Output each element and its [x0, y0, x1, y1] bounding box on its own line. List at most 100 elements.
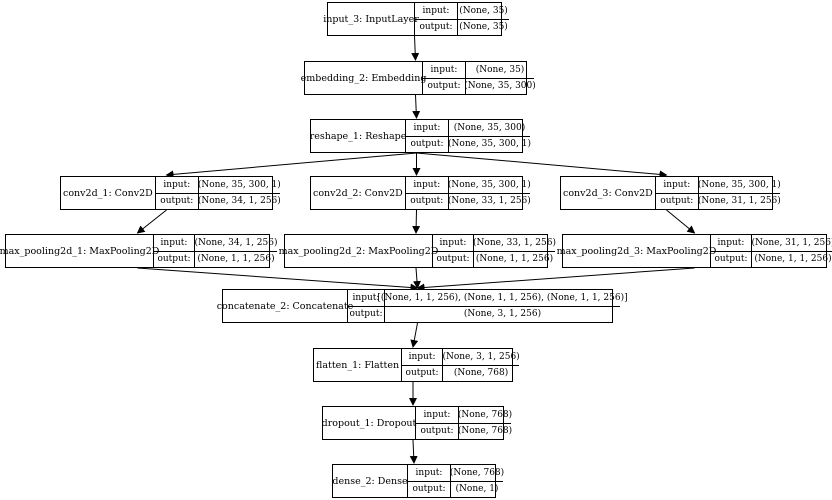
input-shape: [(None, 1, 1, 256), (None, 1, 1, 256), (…	[377, 292, 628, 303]
input-shape: (None, 35, 300)	[453, 122, 526, 133]
input-shape: (None, 31, 1, 256)	[751, 237, 832, 248]
input-row: input:(None, 768)	[416, 407, 513, 424]
edge-conv2d-2-to-max-pooling2d-2	[412, 209, 421, 234]
output-label: output:	[423, 78, 466, 94]
edge-reshape-1-to-conv2d-3	[416, 152, 668, 179]
input-label: input:	[408, 465, 451, 481]
input-row: input:(None, 35)	[415, 3, 509, 20]
edge-dropout-1-to-dense-2	[409, 439, 418, 464]
input-shape: (None, 768)	[457, 409, 513, 420]
output-shape: (None, 768)	[453, 368, 509, 379]
io-table: input:(None, 768)output:(None, 1)	[408, 465, 505, 497]
input-label: input:	[433, 235, 474, 251]
output-row: output:(None, 33, 1, 256)	[406, 193, 531, 209]
io-table: input:(None, 35, 300, 1)output:(None, 33…	[405, 177, 531, 209]
io-table: input:(None, 35, 300, 1)output:(None, 31…	[655, 177, 781, 209]
input-shape: (None, 34, 1, 256)	[194, 237, 278, 248]
output-shape: (None, 1)	[455, 484, 499, 495]
output-label: output:	[406, 193, 449, 209]
io-table: input:(None, 768)output:(None, 768)	[416, 407, 513, 439]
io-table: input:(None, 35, 300)output:(None, 35, 3…	[406, 120, 531, 152]
edge-max-pooling2d-2-to-concatenate-2	[412, 267, 421, 289]
layer-name: dense_2: Dense	[332, 465, 408, 497]
io-table: input:(None, 35)output:(None, 35)	[415, 3, 509, 35]
layer-name: conv2d_2: Conv2D	[311, 177, 406, 209]
output-label: output:	[402, 365, 444, 381]
input-shape: (None, 35)	[459, 5, 508, 16]
input-row: input:[(None, 1, 1, 256), (None, 1, 1, 2…	[348, 290, 628, 307]
input-shape: (None, 3, 1, 256)	[442, 351, 520, 362]
edge-input-3-to-embedding-2	[411, 35, 420, 61]
layer-name: conv2d_3: Conv2D	[561, 177, 656, 209]
output-label: output:	[154, 251, 195, 267]
input-label: input:	[416, 407, 459, 423]
output-label: output:	[656, 193, 699, 209]
input-row: input:(None, 33, 1, 256)	[433, 235, 556, 252]
input-row: input:(None, 34, 1, 256)	[154, 235, 277, 252]
output-shape: (None, 35, 300, 1)	[448, 139, 531, 150]
output-row: output: (None, 1)	[408, 481, 503, 497]
io-table: input:(None, 34, 1, 256)output:(None, 1,…	[154, 235, 277, 267]
edge-reshape-1-to-conv2d-1	[165, 152, 417, 179]
output-shape: (None, 768)	[457, 426, 513, 437]
output-row: output:(None, 3, 1, 256)	[348, 306, 620, 322]
edge-max-pooling2d-3-to-concatenate-2	[416, 267, 695, 292]
output-label: output:	[416, 423, 459, 439]
output-label: output:	[408, 481, 451, 497]
input-shape: (None, 35, 300, 1)	[697, 179, 781, 190]
input-row: input:(None, 35, 300)	[406, 120, 530, 137]
output-label: output:	[156, 193, 199, 209]
input-label: input:	[348, 290, 385, 306]
input-label: input:	[406, 177, 449, 193]
input-label: input:	[711, 235, 752, 251]
input-row: input:(None, 35, 300, 1)	[405, 177, 531, 194]
layer-name: conv2d_1: Conv2D	[61, 177, 156, 209]
input-row: input:(None, 3, 1, 256)	[402, 349, 520, 366]
input-row: input:(None, 35, 300, 1)	[155, 177, 281, 194]
io-table: input:(None, 3, 1, 256)output: (None, 768…	[402, 349, 520, 381]
input-label: input:	[156, 177, 199, 193]
io-table: input:(None, 35)output:(None, 35, 300)	[423, 62, 536, 94]
input-shape: (None, 35, 300, 1)	[197, 179, 281, 190]
edge-max-pooling2d-1-to-concatenate-2	[137, 267, 419, 292]
input-row: input:(None, 768)	[408, 465, 505, 482]
layer-name: dropout_1: Dropout	[322, 407, 416, 439]
output-label: output:	[348, 306, 385, 322]
io-table: input:(None, 33, 1, 256)output:(None, 1,…	[433, 235, 556, 267]
output-row: output:(None, 1, 1, 256)	[154, 251, 277, 267]
input-label: input:	[415, 3, 458, 19]
io-table: input:(None, 31, 1, 256) output:(None, 1,…	[711, 235, 832, 267]
input-label: input:	[656, 177, 699, 193]
output-label: output:	[711, 251, 752, 267]
io-table: input:[(None, 1, 1, 256), (None, 1, 1, 2…	[348, 290, 628, 322]
edge-concatenate-2-to-flatten-1	[410, 322, 419, 348]
layer-name: max_pooling2d_1: MaxPooling2D	[0, 235, 159, 267]
output-row: output: (None, 768)	[402, 365, 519, 381]
output-row: output:(None, 1, 1, 256)	[711, 251, 832, 267]
input-row: input:(None, 35)	[423, 62, 534, 79]
output-shape: (None, 1, 1, 256)	[754, 254, 832, 265]
input-shape: (None, 35, 300, 1)	[447, 179, 531, 190]
layer-name: flatten_1: Flatten	[314, 349, 403, 381]
layer-name: reshape_1: Reshape	[310, 120, 406, 152]
input-shape: (None, 768)	[449, 467, 505, 478]
output-row: output:(None, 35, 300)	[423, 78, 536, 94]
layer-name: max_pooling2d_2: MaxPooling2D	[279, 235, 438, 267]
output-row: output:(None, 35)	[415, 19, 509, 35]
output-shape: (None, 1, 1, 256)	[197, 254, 275, 265]
output-row: output:(None, 34, 1, 256)	[156, 193, 281, 209]
layer-name: max_pooling2d_3: MaxPooling2D	[557, 235, 716, 267]
output-row: output:(None, 35, 300, 1)	[406, 136, 531, 152]
input-shape: (None, 35)	[475, 64, 525, 75]
